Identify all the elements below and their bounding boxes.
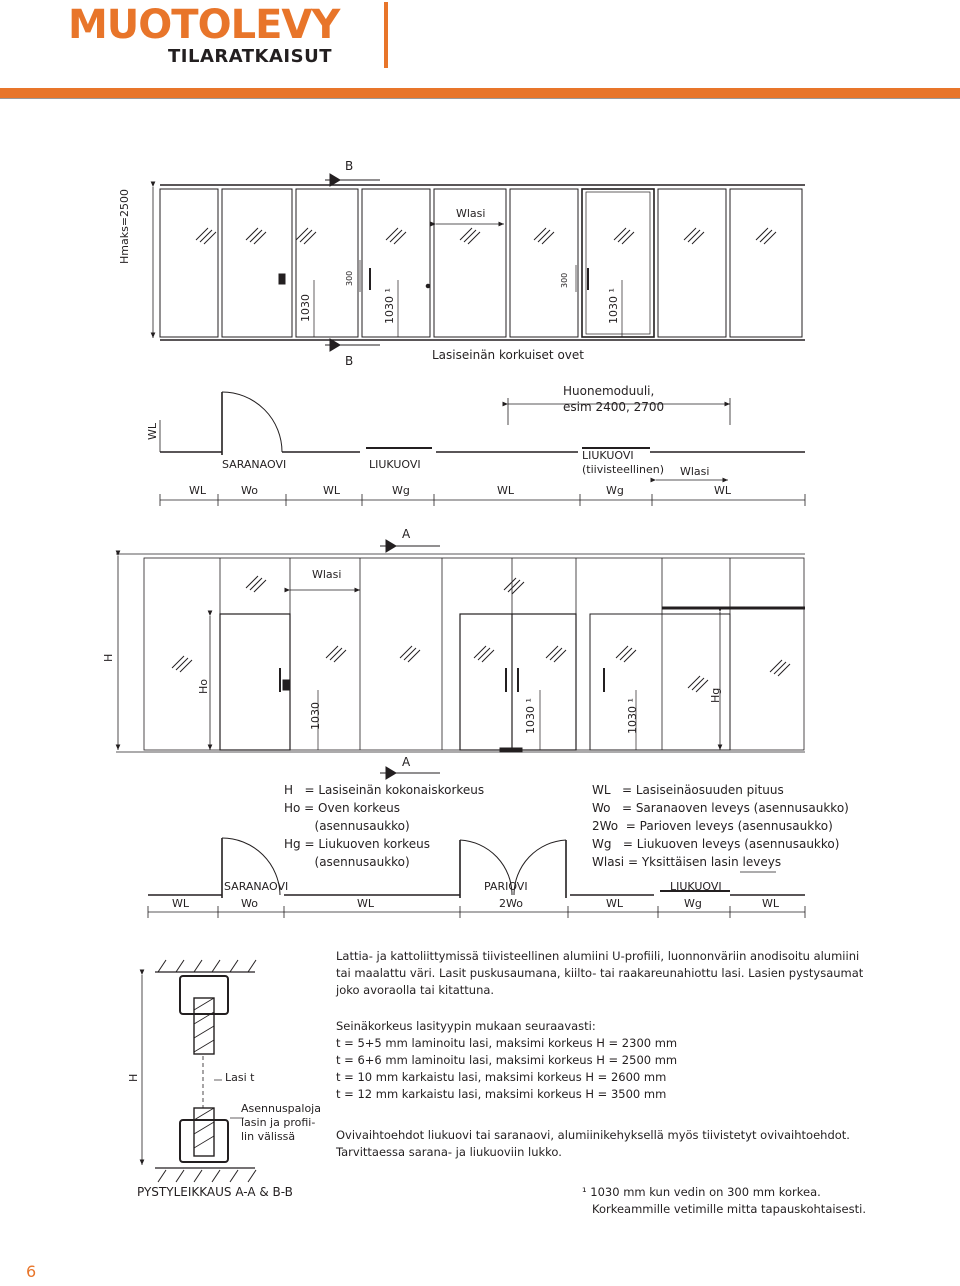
plan1-dim-wl-2: WL — [323, 484, 341, 497]
header-band — [0, 88, 960, 98]
section-mark-a-top: A — [402, 527, 411, 541]
plan-wlasi-label: Wlasi — [680, 465, 710, 478]
brand-logo: MUOTOLEVY — [68, 2, 340, 48]
dim-300: 300 — [345, 270, 354, 286]
section-mark-a-bottom: A — [402, 755, 411, 769]
text-line: t = 10 mm karkaistu lasi, maksimi korkeu… — [336, 1070, 667, 1084]
header-rule — [0, 98, 960, 99]
page-number: 6 — [26, 1262, 37, 1281]
text-line: t = 12 mm karkaistu lasi, maksimi korkeu… — [336, 1087, 667, 1101]
text-line: t = 5+5 mm laminoitu lasi, maksimi korke… — [336, 1036, 678, 1050]
footnote: ¹ 1030 mm kun vedin on 300 mm korkea. Ko… — [582, 1184, 866, 1218]
legend-right-item: Wo = Saranaoven leveys (asennusaukko) — [592, 801, 849, 815]
plan-b — [159, 391, 806, 506]
vertical-section — [139, 959, 257, 1183]
plan1-dim-wo: Wo — [241, 484, 258, 497]
section-mark-b-top: B — [345, 159, 354, 173]
liukuovi-sealed-note: (tiivisteellinen) — [582, 463, 665, 476]
saranaovi-label: SARANAOVI — [222, 458, 287, 471]
ho-label: Ho — [197, 678, 210, 694]
legend-left-item: (asennusaukko) — [284, 819, 410, 833]
legend-right-item: WL = Lasiseinäosuuden pituus — [592, 783, 784, 797]
legend-left-item: Hg = Liukuoven korkeus — [284, 837, 430, 851]
legend-right-item: 2Wo = Parioven leveys (asennusaukko) — [592, 819, 833, 833]
text-line: t = 6+6 mm laminoitu lasi, maksimi korke… — [336, 1053, 678, 1067]
text-line: Lattia- ja kattoliittymissä tiivisteelli… — [336, 949, 860, 963]
footnote-line: Korkeammille vetimille mitta tapauskohta… — [592, 1202, 866, 1216]
section-h-label: H — [127, 1073, 140, 1082]
plan1-dim-wl-4: WL — [714, 484, 732, 497]
legend-left-item: (asennusaukko) — [284, 855, 410, 869]
h-label: H — [102, 653, 115, 662]
plan2-dim-wl-4: WL — [762, 897, 780, 910]
plan1-dim-wg-2: Wg — [606, 484, 624, 497]
section-mark-b-bottom: B — [345, 354, 354, 368]
liukuovi-label: LIUKUOVI — [369, 458, 421, 471]
elevation-b — [150, 173, 805, 352]
elev2-dim-1030: 1030 — [309, 702, 322, 730]
plan2-liukuovi: LIUKUOVI — [670, 880, 722, 893]
paragraph-profiles: Lattia- ja kattoliittymissä tiivisteelli… — [336, 948, 863, 999]
legend-left-item: H = Lasiseinän kokonaiskorkeus — [284, 783, 485, 797]
text-line: joko avoraolla tai kitattuna. — [336, 983, 495, 997]
glass-hatch-elevation-b — [195, 227, 777, 245]
brand-subtitle: TILARATKAISUT — [168, 46, 332, 67]
section-caption: PYSTYLEIKKAUS A-A & B-B — [137, 1185, 293, 1199]
installation-blocks-label: Asennuspaloja lasin ja profii- lin välis… — [241, 1102, 321, 1144]
installation-line: Asennuspaloja — [241, 1102, 321, 1115]
text-line: Seinäkorkeus lasityypin mukaan seuraavas… — [336, 1019, 596, 1033]
plan2-saranaovi: SARANAOVI — [224, 880, 289, 893]
elevation-a — [115, 539, 805, 780]
glass-hatch-elevation-a — [171, 575, 791, 693]
plan2-dim-wl-1: WL — [172, 897, 190, 910]
brand-divider — [384, 2, 388, 68]
paragraph-door-options: Ovivaihtoehdot liukuovi tai saranaovi, a… — [336, 1127, 850, 1161]
liukuovi-sealed-label: LIUKUOVI — [582, 449, 634, 462]
plan2-dim-wl-3: WL — [606, 897, 624, 910]
legend-right-item: Wlasi = Yksittäisen lasin leveys — [592, 855, 782, 869]
footnote-line: ¹ 1030 mm kun vedin on 300 mm korkea. — [582, 1185, 821, 1199]
plan2-dim-wg: Wg — [684, 897, 702, 910]
room-module-line1: Huonemoduuli, — [563, 384, 655, 398]
plan1-dim-wl-1: WL — [189, 484, 207, 497]
plan1-dim-wg: Wg — [392, 484, 410, 497]
plan1-dim-wl-3: WL — [497, 484, 515, 497]
hg-label: Hg — [709, 687, 722, 703]
legend-left: H = Lasiseinän kokonaiskorkeus Ho = Oven… — [284, 781, 484, 871]
installation-line: lin välissä — [241, 1130, 296, 1143]
legend-left-item: Ho = Oven korkeus — [284, 801, 400, 815]
dim-1030: 1030 — [299, 294, 312, 322]
plan2-dim-2wo: 2Wo — [499, 897, 523, 910]
wlasi-label: Wlasi — [456, 207, 486, 220]
legend-right: WL = Lasiseinäosuuden pituus Wo = Sarana… — [592, 781, 849, 871]
hmax-label: Hmaks=2500 — [118, 188, 131, 264]
dim-1030-1: 1030 ¹ — [383, 288, 396, 324]
plan2-dim-wo: Wo — [241, 897, 258, 910]
plan2-dim-wl-2: WL — [357, 897, 375, 910]
text-line: tai maalattu väri. Lasit puskusaumana, k… — [336, 966, 864, 980]
text-line: Tarvittaessa sarana- ja liukuoviin lukko… — [336, 1145, 562, 1159]
elev2-dim-1030-1-b: 1030 ¹ — [626, 698, 639, 734]
plan2-pariovi: PARIOVI — [484, 880, 528, 893]
legend-right-item: Wg = Liukuoven leveys (asennusaukko) — [592, 837, 840, 851]
text-line: Ovivaihtoehdot liukuovi tai saranaovi, a… — [336, 1128, 850, 1142]
dim-1030-1-b: 1030 ¹ — [607, 288, 620, 324]
plan-a — [147, 837, 806, 918]
room-module-line2: esim 2400, 2700 — [563, 400, 665, 414]
dim-300-b: 300 — [560, 272, 569, 288]
elev2-dim-1030-1: 1030 ¹ — [524, 698, 537, 734]
glass-label: Lasi t — [225, 1071, 255, 1084]
elevation-caption: Lasiseinän korkuiset ovet — [432, 348, 584, 362]
installation-line: lasin ja profii- — [241, 1116, 316, 1129]
wl-vertical-label: WL — [146, 422, 159, 440]
elev2-wlasi-label: Wlasi — [312, 568, 342, 581]
paragraph-wall-height: Seinäkorkeus lasityypin mukaan seuraavas… — [336, 1018, 677, 1103]
